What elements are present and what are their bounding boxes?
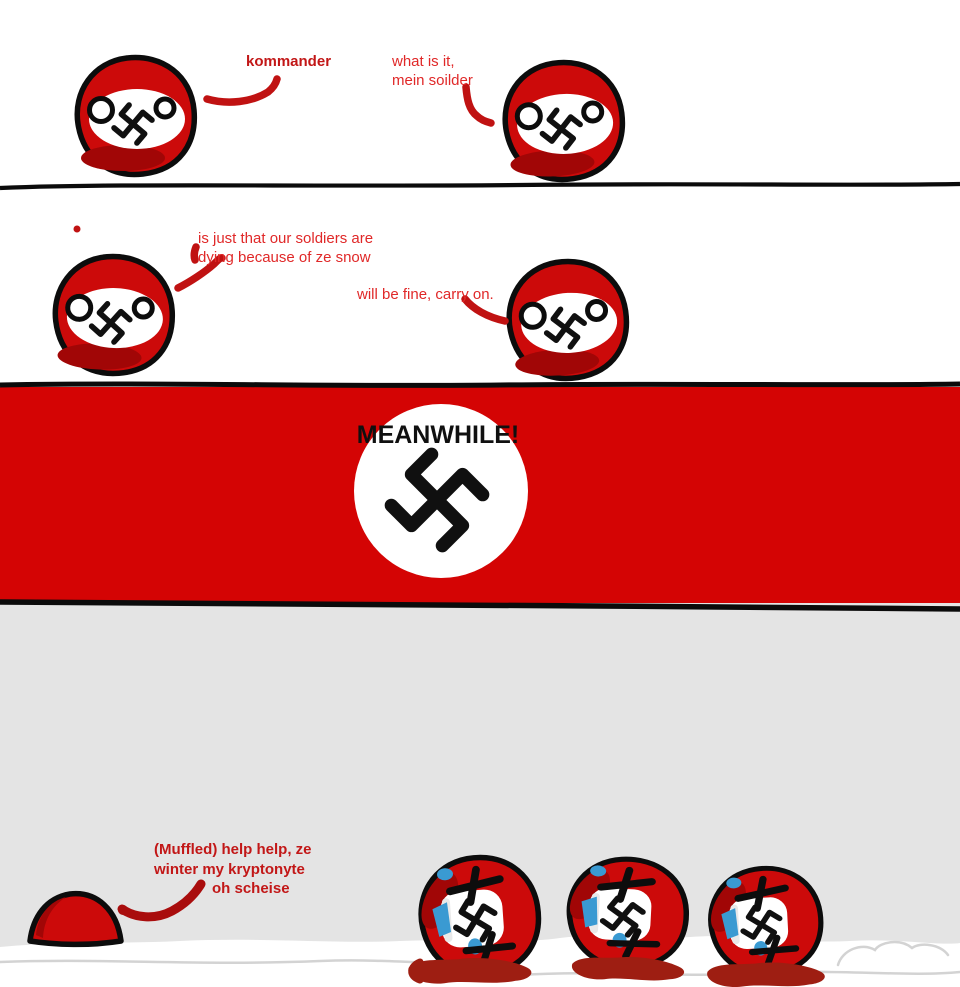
speech-tail-buried (117, 879, 206, 922)
speech-line: winter my kryptonyte (154, 861, 305, 878)
blood-streak-1 (408, 958, 424, 984)
speech-line: will be fine, carry on. (357, 286, 494, 303)
germanyball-commander-panel2 (506, 259, 629, 382)
red-dot (73, 225, 81, 233)
speech-what-is-it: what is it, mein soilder (392, 52, 473, 90)
speech-tail-soldier-p2 (174, 243, 226, 292)
speech-will-be-fine: will be fine, carry on. (357, 285, 494, 304)
banner-bottom-border (0, 599, 960, 612)
snow-drift-bumps (836, 940, 950, 967)
speech-kommander: kommander (246, 52, 331, 72)
meanwhile-caption: MEANWHILE! (356, 421, 520, 449)
speech-tail-soldier-p1 (203, 75, 281, 106)
speech-line: (Muffled) help help, ze (154, 841, 312, 858)
speech-muffled: (Muffled) help help, ze winter my krypto… (154, 840, 312, 880)
meanwhile-banner (0, 381, 960, 612)
speech-line: dying because of ze snow (198, 249, 371, 266)
germanyball-soldier-panel1 (77, 58, 194, 175)
speech-soldiers-dying: is just that our soldiers are dying beca… (198, 229, 373, 267)
speech-line: mein soilder (392, 72, 473, 89)
germanyball-commander-panel1 (503, 60, 624, 181)
banner-top-border (0, 381, 960, 388)
speech-line: what is it, (392, 53, 455, 70)
speech-line: is just that our soldiers are (198, 230, 374, 247)
speech-line: kommander (246, 53, 332, 70)
buried-germanyball (27, 891, 124, 948)
speech-line: oh scheise (212, 880, 290, 897)
speech-tail-commander-p2 (461, 295, 509, 325)
ground-line-1 (0, 181, 960, 191)
speech-tail-commander-p1 (462, 83, 495, 127)
germanyball-soldier-panel2 (53, 255, 174, 376)
speech-oh-scheise: oh scheise (212, 879, 290, 899)
